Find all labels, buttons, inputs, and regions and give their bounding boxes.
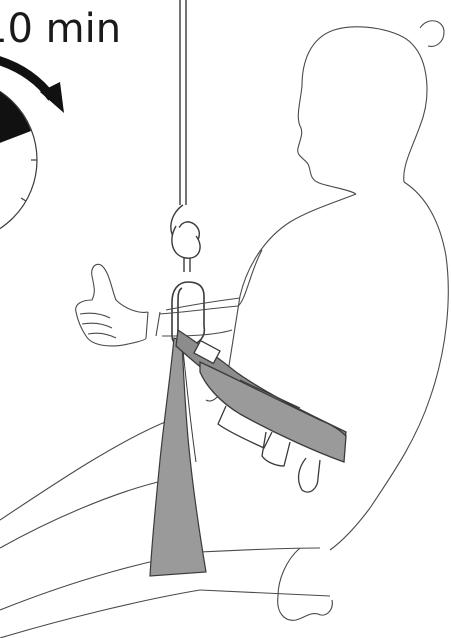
back: [370, 182, 448, 508]
finger-line: [82, 323, 112, 328]
gear-loop-3: [299, 458, 320, 492]
cuff-2: [146, 312, 148, 338]
timer-dial: [0, 78, 37, 242]
finger-line: [88, 333, 116, 338]
lap-line: [200, 548, 320, 552]
person-outline: [0, 21, 448, 638]
upper-arm: [160, 250, 262, 314]
harness-padding: [200, 362, 346, 462]
rope: [180, 0, 186, 205]
leg-upper: [0, 420, 170, 520]
thumbs-up-hand: [76, 264, 148, 346]
timer-tick: [21, 198, 26, 201]
timer-label: 10 min: [0, 6, 121, 52]
shoulder-front: [240, 194, 356, 296]
head: [298, 27, 412, 194]
back-of-head: [404, 44, 427, 182]
finger-line: [80, 313, 110, 318]
hair-bun: [420, 21, 444, 47]
forearm-top: [166, 298, 240, 310]
lower-hand: [278, 548, 333, 620]
figure-eight-knot: [171, 205, 200, 272]
hip-back: [330, 508, 370, 550]
waist-harness: [176, 330, 346, 492]
lap-line-2: [200, 590, 330, 596]
seat-line: [0, 590, 200, 638]
cuff: [156, 312, 160, 336]
leg-lower: [0, 482, 158, 548]
leg-sling: [150, 338, 206, 576]
